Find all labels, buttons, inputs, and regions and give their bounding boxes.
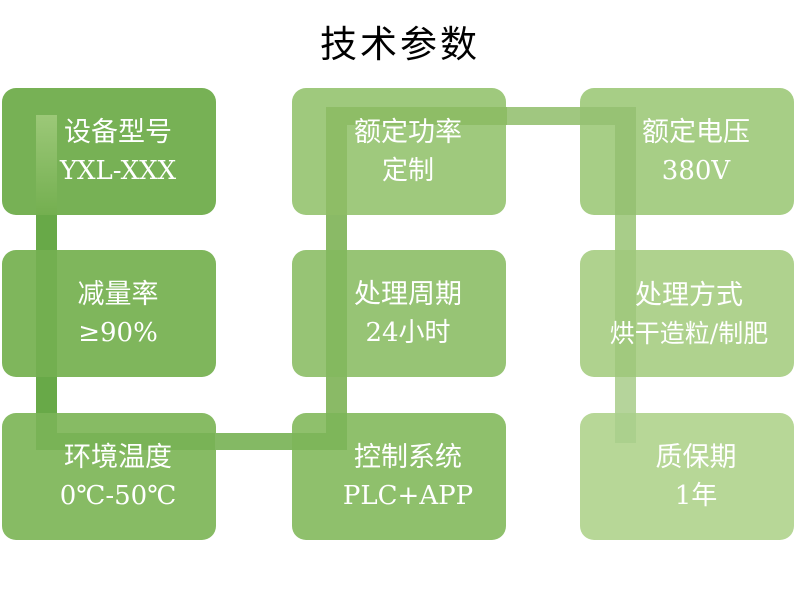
connector-segment: [507, 107, 580, 125]
connector-segment: [326, 215, 347, 250]
param-box-processing-method: 处理方式 烘干造粒/制肥: [580, 250, 794, 377]
param-label: 额定功率: [354, 117, 462, 148]
connector-segment: [215, 433, 292, 450]
param-value: 烘干造粒/制肥: [609, 318, 769, 348]
param-box-rated-voltage: 额定电压 380V: [580, 88, 794, 215]
param-value: 0℃-50℃: [59, 481, 177, 511]
param-label: 处理周期: [354, 279, 462, 310]
param-label: 环境温度: [64, 442, 172, 473]
connector-segment: [615, 215, 636, 250]
param-box-processing-cycle: 处理周期 24小时: [292, 250, 506, 377]
param-label: 处理方式: [635, 279, 743, 311]
slide-title: 技术参数: [320, 23, 480, 66]
param-box-warranty-period: 质保期 1年: [580, 413, 794, 540]
connector-segment: [36, 377, 57, 413]
param-label: 减量率: [77, 279, 159, 310]
param-box-rated-power: 额定功率 定制: [292, 88, 506, 215]
connector-segment: [326, 377, 347, 413]
param-label: 额定电压: [642, 117, 750, 148]
param-label: 设备型号: [64, 117, 172, 148]
param-label: 控制系统: [354, 442, 462, 473]
connector-segment: [36, 215, 57, 250]
param-label: 质保期: [655, 442, 737, 473]
param-value: 定制: [381, 156, 434, 186]
param-value: 24小时: [365, 318, 451, 348]
param-value: YXL-XXX: [59, 156, 177, 186]
param-value: ≥90%: [78, 318, 158, 348]
param-value: PLC+APP: [342, 481, 474, 511]
param-box-reduction-rate: 减量率 ≥90%: [2, 250, 216, 377]
param-box-ambient-temperature: 环境温度 0℃-50℃: [2, 413, 216, 540]
param-value: 380V: [661, 156, 731, 186]
connector-segment: [615, 377, 636, 413]
param-box-device-model: 设备型号 YXL-XXX: [2, 88, 216, 215]
param-box-control-system: 控制系统 PLC+APP: [292, 413, 506, 540]
param-value: 1年: [674, 481, 718, 511]
